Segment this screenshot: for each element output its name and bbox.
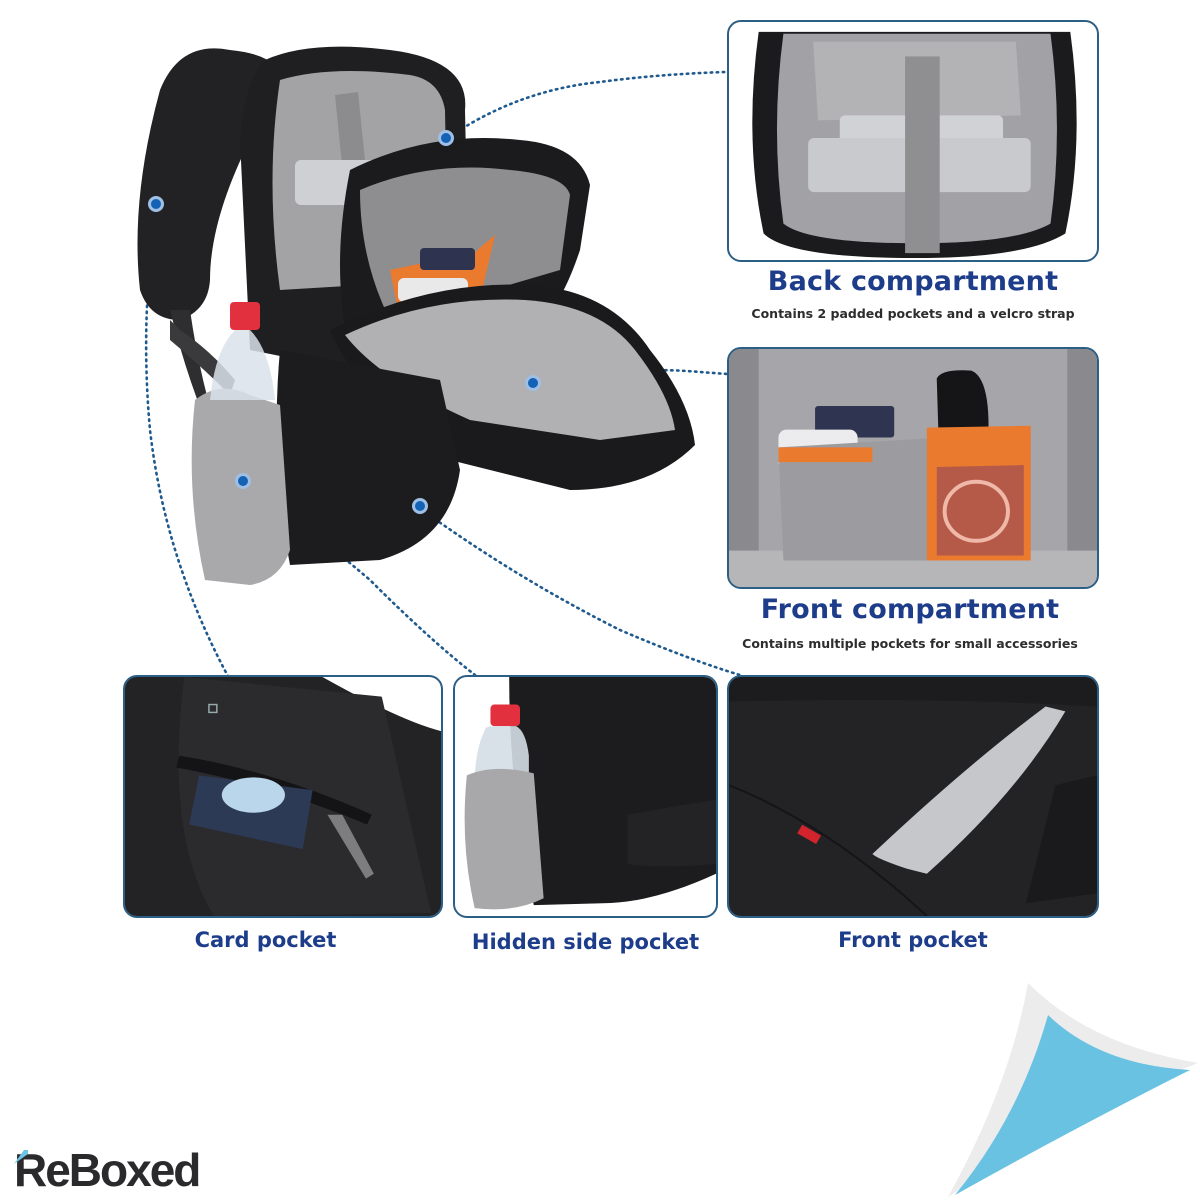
marker-dots <box>148 130 541 514</box>
strap-marker-icon <box>148 196 164 212</box>
hidden-side-pocket-caption: Hidden side pocket <box>471 930 700 954</box>
back-compartment-photo <box>727 20 1099 262</box>
back-compartment-marker-icon <box>438 130 454 146</box>
card-pocket-caption: Card pocket <box>194 928 337 952</box>
front-compartment-title: Front compartment <box>760 594 1060 625</box>
back-compartment-description: Contains 2 padded pockets and a velcro s… <box>751 306 1075 321</box>
front-compartment-marker-icon <box>525 375 541 391</box>
front-compartment-description: Contains multiple pockets for small acce… <box>742 636 1078 651</box>
side-pocket-marker-icon <box>235 473 251 489</box>
reboxed-logo: ReBoxed <box>14 1144 201 1196</box>
hidden-side-pocket-photo <box>453 675 718 918</box>
back-compartment-title: Back compartment <box>767 266 1059 297</box>
front-pocket-marker-icon <box>412 498 428 514</box>
front-pocket-photo <box>727 675 1099 918</box>
front-pocket-caption: Front pocket <box>838 928 988 952</box>
backpack-hero-image <box>130 20 730 600</box>
page-curl-icon <box>948 983 1198 1197</box>
logo-accent-icon <box>14 1150 28 1164</box>
front-compartment-photo <box>727 347 1099 589</box>
card-pocket-photo <box>123 675 443 918</box>
